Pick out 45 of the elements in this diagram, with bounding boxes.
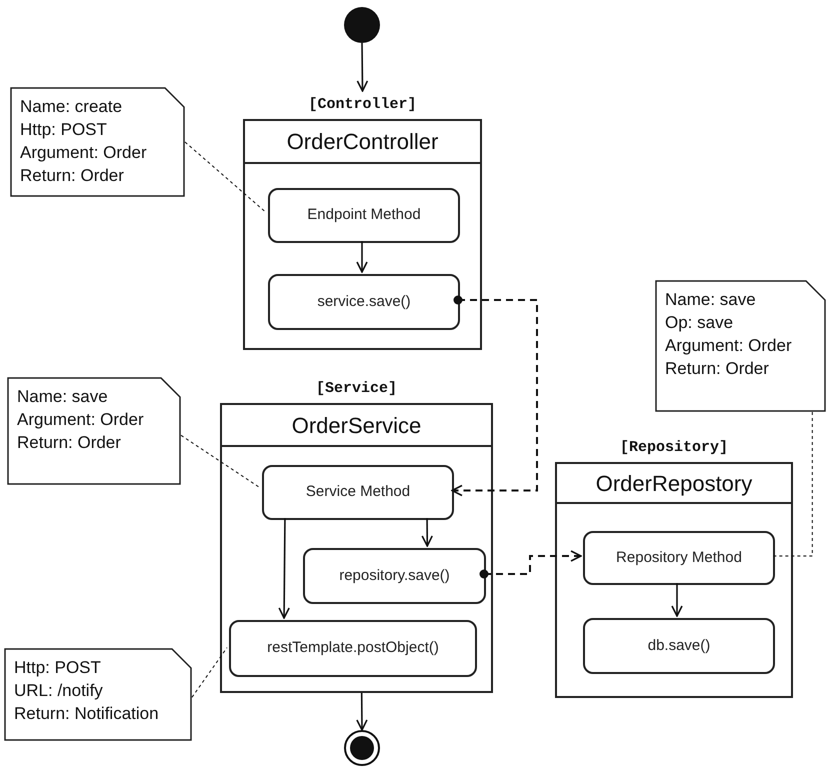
leader-line <box>184 142 266 213</box>
note <box>10 87 185 197</box>
partition-label: [Repository] <box>618 438 730 458</box>
note-text: Name: save <box>665 289 757 311</box>
partition-title: OrderRepostory <box>596 470 752 498</box>
note-text: Return: Order <box>20 165 125 187</box>
arrow <box>671 583 683 617</box>
note-text: Name: create <box>20 96 124 118</box>
partition-label: [Controller] <box>307 95 418 115</box>
partition-label: [Service] <box>314 379 398 399</box>
action-box: Service Method <box>262 465 454 520</box>
arrow <box>421 518 433 547</box>
action-box: db.save() <box>583 618 775 674</box>
leader-line <box>772 412 813 556</box>
action-box: Endpoint Method <box>268 188 460 243</box>
leader-line <box>192 647 228 698</box>
action-box: Repository Method <box>583 531 775 585</box>
arrow <box>356 241 368 273</box>
note <box>4 648 192 741</box>
note-text: Argument: Order <box>20 142 147 164</box>
final-node <box>344 730 380 766</box>
note <box>655 280 826 412</box>
leader-line <box>180 434 260 488</box>
note <box>7 377 181 485</box>
initial-node <box>344 7 380 43</box>
partition-title: OrderController <box>286 128 438 156</box>
note-text: Argument: Order <box>17 409 144 431</box>
action-box: service.save() <box>268 274 460 330</box>
note-text: Return: Order <box>665 358 770 380</box>
arrow <box>356 693 368 731</box>
note-text: Name: save <box>17 386 109 408</box>
note-text: Http: POST <box>20 119 108 141</box>
arrow <box>480 550 582 578</box>
action-box: restTemplate.postObject() <box>229 620 477 677</box>
arrow <box>278 518 290 619</box>
note-text: Http: POST <box>14 657 102 679</box>
partition-title: OrderService <box>292 412 422 440</box>
arrow <box>451 296 538 496</box>
note-text: Argument: Order <box>665 335 792 357</box>
note-text: URL: /notify <box>14 680 104 702</box>
note-text: Return: Notification <box>14 703 159 725</box>
note-text: Op: save <box>665 312 734 334</box>
arrow <box>356 43 368 92</box>
note-text: Return: Order <box>17 432 122 454</box>
action-box: repository.save() <box>303 548 486 604</box>
